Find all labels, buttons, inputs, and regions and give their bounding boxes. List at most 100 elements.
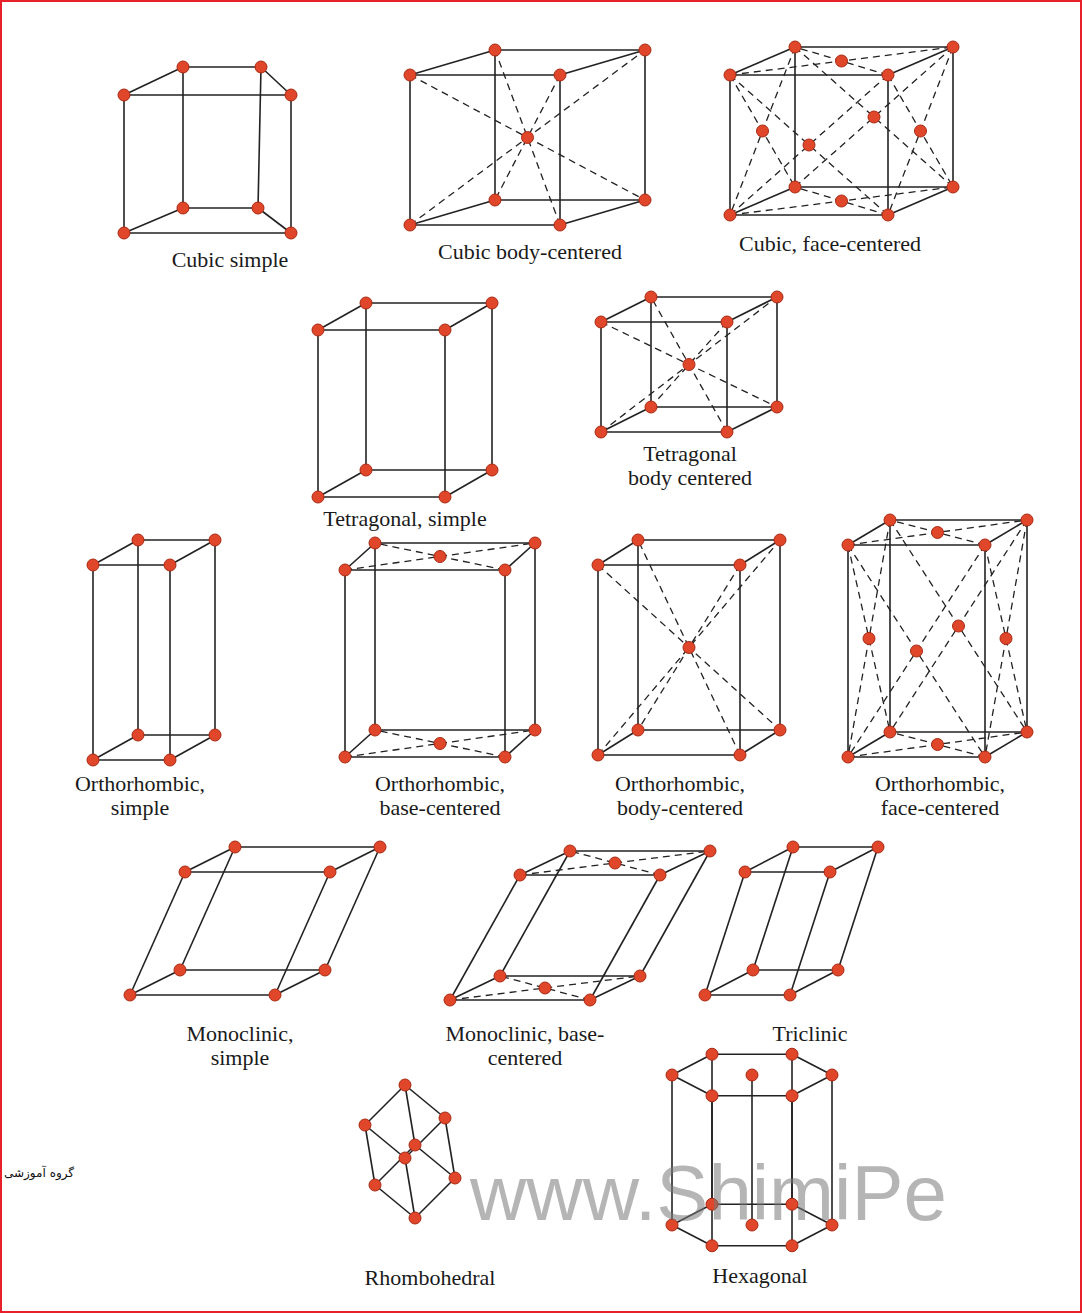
cell-edge (93, 735, 138, 760)
lattice-point (439, 324, 451, 336)
cell-edge (795, 46, 953, 48)
cell-edge (405, 1085, 445, 1118)
cell-edge (318, 303, 366, 330)
lattice-point (132, 534, 144, 546)
cell-edge (330, 847, 380, 872)
lattice-point (252, 202, 264, 214)
cell-edge (92, 565, 94, 760)
cell-edge (745, 847, 793, 872)
dashed-line (890, 520, 1027, 732)
lattice-point (683, 642, 695, 654)
cell-edge (410, 74, 560, 76)
dashed-line (888, 75, 953, 187)
dashed-line (795, 47, 953, 187)
cell-edge (415, 1145, 455, 1178)
dashed-line (638, 565, 740, 730)
cell-edge (130, 970, 180, 995)
lattice-point (953, 620, 965, 632)
lattice-point (947, 181, 959, 193)
lattice-name: Cubic body-centered (410, 240, 650, 264)
lattice-point (209, 729, 221, 741)
cell-edge (730, 214, 888, 216)
cell-edge (93, 540, 138, 565)
dashed-line (601, 322, 777, 407)
lattice-point (882, 209, 894, 221)
lattice-point (739, 866, 751, 878)
lattice-point (177, 202, 189, 214)
lattice-point (522, 132, 534, 144)
dashed-line (450, 976, 640, 1000)
cell-edge (745, 871, 830, 873)
lattice-point (884, 726, 896, 738)
cell-edge (848, 732, 890, 757)
dashed-line (520, 851, 710, 875)
lattice-name: Orthorhombic, base-centered (355, 772, 525, 820)
dashed-line (500, 976, 590, 1000)
cell-edge (730, 74, 888, 76)
watermark: www.ShimiPe (470, 1148, 947, 1239)
lattice-point (863, 633, 875, 645)
lattice-point (654, 869, 666, 881)
cell-edge (275, 970, 325, 995)
cell-edge (169, 565, 171, 760)
lattice-point (683, 359, 695, 371)
lattice-point (868, 111, 880, 123)
cell-edge (644, 50, 646, 200)
dashed-line (890, 520, 1027, 732)
lattice-point (884, 514, 896, 526)
cell-edge (598, 540, 638, 565)
dashed-line (598, 565, 780, 730)
lattice-point (179, 866, 191, 878)
cell-edge (638, 729, 780, 731)
cell-edge (601, 321, 727, 323)
lattice-point (404, 69, 416, 81)
cell-edge (672, 1075, 712, 1096)
dashed-line (888, 47, 953, 215)
lattice-point (832, 964, 844, 976)
dashed-line (651, 322, 727, 407)
cell-edge (345, 756, 505, 758)
cell-edge (776, 297, 778, 407)
cell-edge (790, 970, 838, 995)
lattice-point (1021, 514, 1033, 526)
lattice-point (514, 869, 526, 881)
cell-edge (375, 1185, 415, 1218)
cell-edge (520, 874, 660, 876)
lattice-point (1021, 726, 1033, 738)
lattice-point (229, 841, 241, 853)
lattice-point (734, 559, 746, 571)
cell-edge (124, 94, 291, 96)
lattice-point (882, 69, 894, 81)
lattice-point (499, 564, 511, 576)
cell-edge (729, 75, 731, 215)
lattice-point (609, 857, 621, 869)
cell-edge (405, 1158, 415, 1218)
cell-edge (180, 847, 235, 970)
cell-edge (672, 1054, 712, 1075)
cell-edge (712, 1245, 792, 1247)
cell-edge (415, 1178, 455, 1218)
cell-edge (726, 322, 728, 432)
dashed-line (730, 75, 795, 187)
dashed-line (890, 732, 985, 757)
lattice-point (369, 724, 381, 736)
cell-edge (258, 67, 261, 208)
dashed-line (651, 297, 727, 432)
cell-edge (984, 545, 986, 757)
cell-edge (93, 759, 170, 761)
lattice-point (399, 1079, 411, 1091)
lattice-point (209, 534, 221, 546)
cell-edge (727, 297, 777, 322)
dashed-line (848, 520, 890, 757)
lattice-point (1000, 633, 1012, 645)
cell-edge (560, 200, 645, 225)
cell-edge (952, 47, 954, 187)
lattice-point (174, 964, 186, 976)
lattice-point (721, 316, 733, 328)
lattice-point (312, 324, 324, 336)
lattice-point (494, 970, 506, 982)
lattice-point (486, 464, 498, 476)
cell-edge (214, 540, 216, 735)
cell-edge (495, 49, 645, 51)
cell-edge (1026, 520, 1028, 732)
